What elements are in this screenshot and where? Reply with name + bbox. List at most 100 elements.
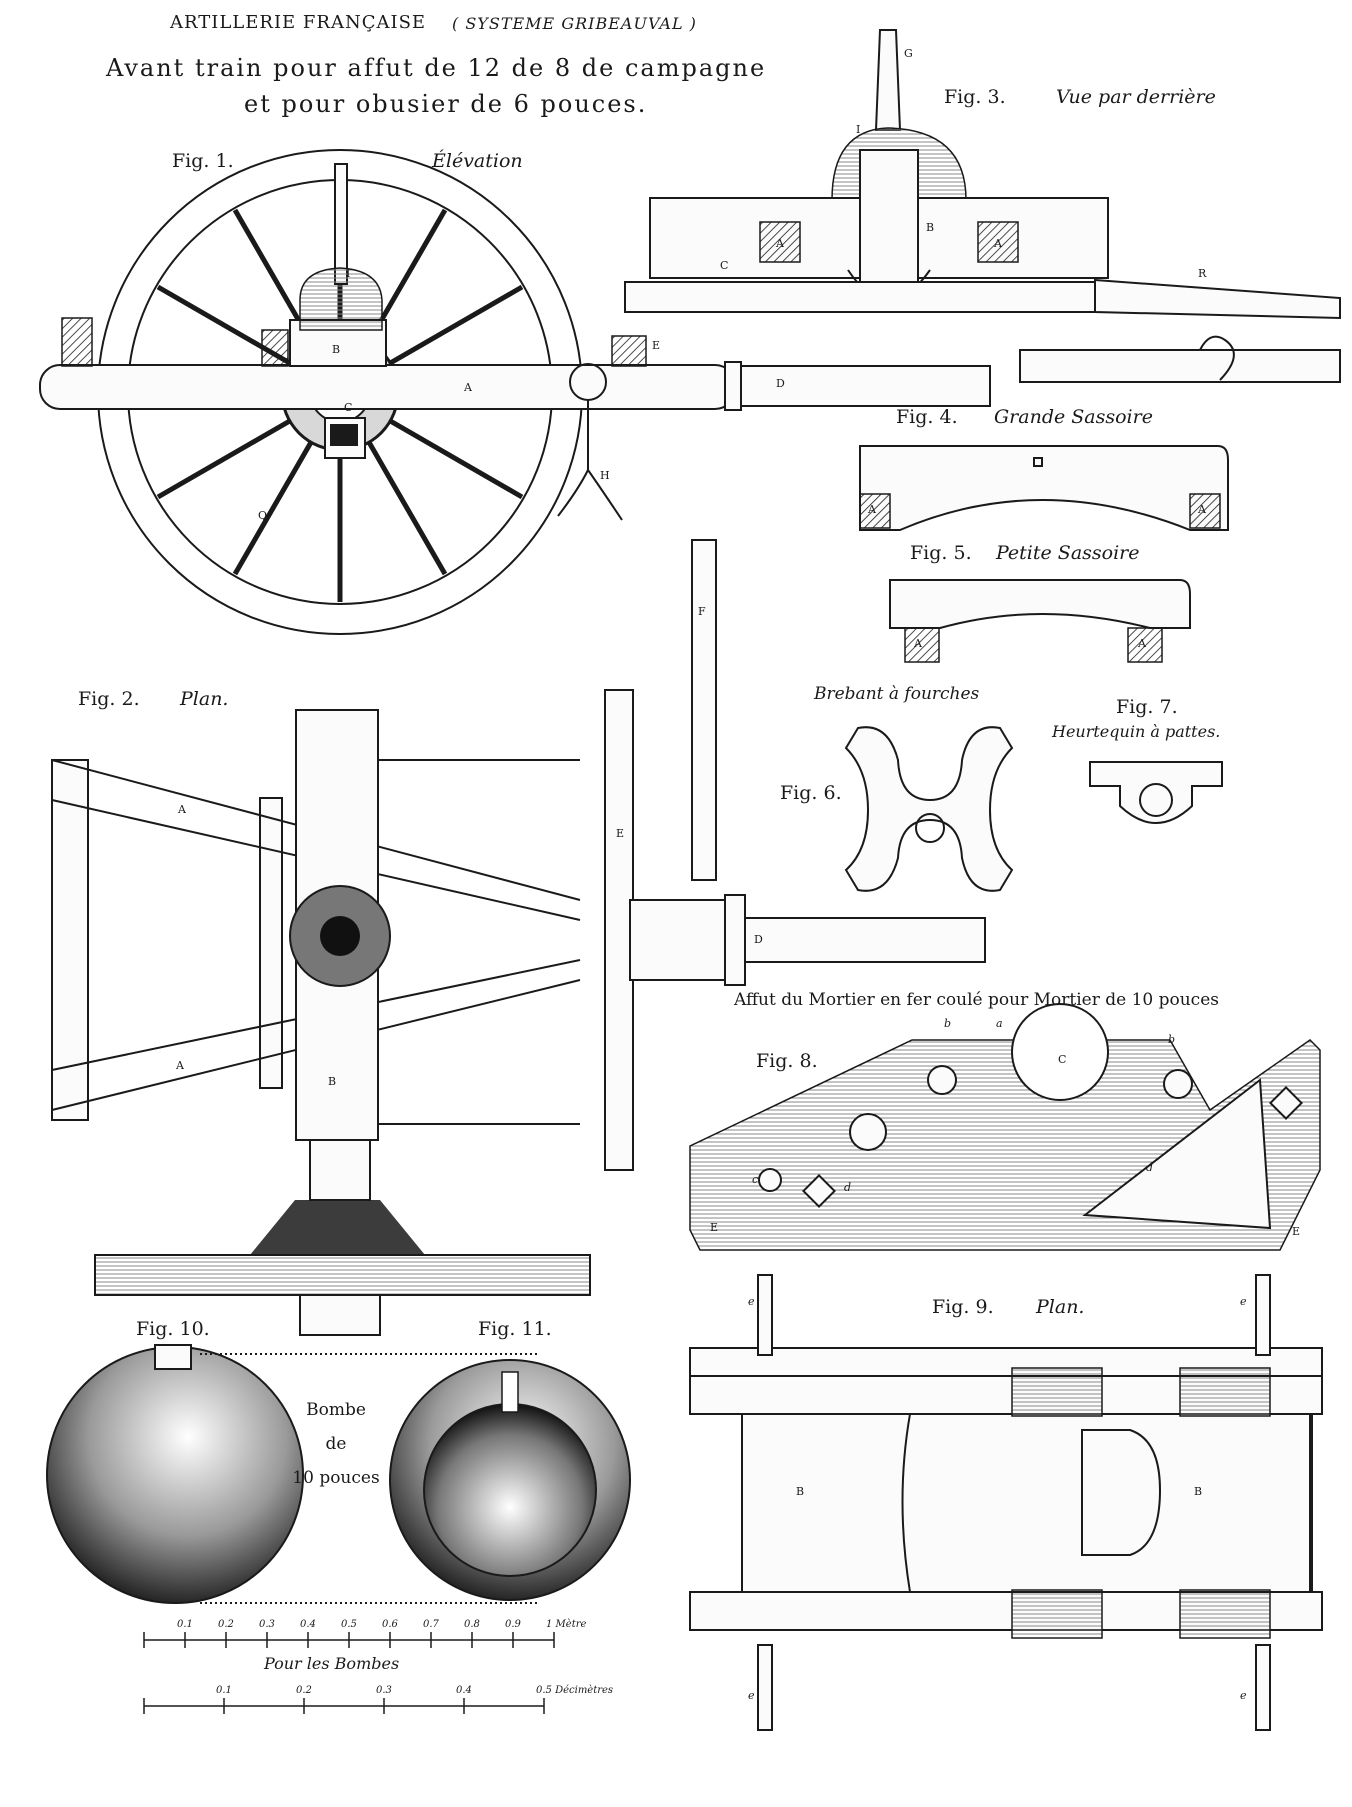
fig9-label-b-right: B [1194, 1485, 1203, 1498]
fig1-axle-beam [39, 364, 736, 410]
fig3-label-r: R [1198, 267, 1207, 280]
scale-meter-tick-label: 0.5 [341, 1619, 357, 1630]
fig4-label-a-left: A [868, 503, 876, 516]
fig3-label-b: B [926, 221, 935, 234]
fig8-label-b-right: b [1168, 1033, 1176, 1046]
fig9-label-b-left: B [796, 1485, 805, 1498]
fig1-pintle-i [334, 163, 348, 285]
fig1-label-b: B [332, 343, 341, 356]
fig2-label-b: B [328, 1075, 337, 1088]
fig10-bomb-sphere [46, 1346, 304, 1604]
fig2-label-a-upper: A [178, 803, 186, 816]
fig1-label-c: C [344, 401, 353, 414]
fig3-plate-b [859, 149, 919, 301]
fig1-label-h: H [600, 469, 610, 482]
fig8-label-c-trunnion: C [1058, 1053, 1067, 1066]
fig1-pintle-dome [299, 267, 383, 331]
fig3-pole-r [1094, 278, 1341, 320]
fig9-plan-drawing [689, 1274, 1323, 1731]
fig5-number: Fig. 5. [910, 542, 972, 564]
fig2-number: Fig. 2. [78, 688, 140, 710]
fig5-caption: Petite Sassoire [996, 542, 1140, 564]
fig8-label-d-left: d [844, 1181, 852, 1194]
fig8-label-a: a [996, 1017, 1003, 1030]
scale-bombs-tick-label: 0.5 Décimètres [536, 1685, 614, 1696]
fig1-block-b [261, 329, 289, 367]
scale-meter-tick-label: 0.6 [382, 1619, 398, 1630]
fig7-number: Fig. 7. [1116, 696, 1178, 718]
fig8-caption: Affut du Mortier en fer coulé pour Morti… [734, 990, 1219, 1010]
fig1-chain-h [557, 400, 623, 521]
fig7-heurtequin-drawing [1089, 761, 1223, 824]
fig1-block-left [61, 317, 93, 367]
fig3-label-c: C [720, 259, 729, 272]
fig5-petite-sassoire-drawing [889, 579, 1191, 663]
fig1-label-d: D [776, 377, 785, 390]
fig2-axle-bar-left [51, 759, 89, 1121]
fig6-brebant-drawing [844, 726, 1014, 892]
fig3-label-g: G [904, 47, 913, 60]
fig2-crossbar-e [604, 689, 634, 1171]
fig4-caption: Grande Sassoire [994, 406, 1153, 428]
fig11-bomb-section-drawing [389, 1359, 631, 1601]
plate-subtitle-line1: Avant train pour affut de 12 de 8 de cam… [106, 54, 767, 82]
plate-header-system: ( SYSTEME GRIBEAUVAL ) [452, 14, 697, 33]
fig5-label-a-left: A [914, 637, 922, 650]
fig3-label-a-left: A [776, 237, 784, 250]
fig2-wheel-section [94, 1254, 591, 1296]
fig10-bomb-drawing [46, 1344, 304, 1604]
fig8-trunnion-c [1011, 1003, 1109, 1101]
plate-subtitle-line2: et pour obusier de 6 pouces. [244, 90, 648, 118]
fig3-label-i: I [856, 123, 861, 136]
bomb-label-line2: de [325, 1434, 347, 1454]
plate-header-title: ARTILLERIE FRANÇAISE [170, 12, 427, 33]
scale-meter-tick-label: 0.9 [505, 1619, 521, 1630]
fig11-cavity [423, 1403, 597, 1577]
fig1-elevation-drawing [39, 149, 991, 635]
fig2-label-f: F [698, 605, 706, 618]
fig1-caption: Élévation [432, 150, 523, 172]
fig1-block-e [611, 335, 647, 367]
fig3-block-a-left [759, 221, 801, 263]
fig8-label-b-left: b [944, 1017, 952, 1030]
scale-meter-tick-label: 0.1 [177, 1619, 193, 1630]
fig3-rear-view-drawing [624, 29, 1341, 383]
fig8-label-d-right: d [1146, 1161, 1154, 1174]
fig6-caption: Brebant à fourches [814, 684, 980, 704]
scale-meter-tick-label: 0.2 [218, 1619, 234, 1630]
scale-bombs-title: Pour les Bombes [264, 1654, 400, 1673]
scale-bombs-bar [143, 1698, 545, 1714]
fig8-label-e-right: E [1292, 1225, 1301, 1238]
fig9-number: Fig. 9. [932, 1296, 994, 1318]
fig3-pole-g [874, 29, 902, 131]
bomb-label-line1: Bombe [306, 1400, 366, 1420]
fig3-axle [624, 281, 1096, 313]
fig2-pole-d [629, 899, 736, 981]
fig7-caption: Heurtequin à pattes. [1052, 722, 1221, 741]
scale-bombs-tick-label: 0.1 [216, 1685, 232, 1696]
fig2-label-d: D [754, 933, 763, 946]
fig1-number: Fig. 1. [172, 150, 234, 172]
scale-bombs-tick-label: 0.3 [376, 1685, 392, 1696]
fig2-label-a-lower: A [176, 1059, 184, 1072]
scale-meter-tick-label: 0.4 [300, 1619, 316, 1630]
fig8-label-c: c [752, 1173, 759, 1186]
fig4-grande-sassoire-drawing [859, 445, 1229, 531]
scale-bombs-tick-label: 0.4 [456, 1685, 472, 1696]
scale-meter-tick-label: 1 Mètre [546, 1619, 587, 1630]
fig2-caption: Plan. [180, 688, 229, 710]
fig1-label-e: E [652, 339, 661, 352]
fig2-label-e: E [616, 827, 625, 840]
scale-meter-tick-label: 0.8 [464, 1619, 480, 1630]
fig8-number: Fig. 8. [756, 1050, 818, 1072]
fig9-label-e-bottom-right: e [1240, 1689, 1247, 1702]
fig1-label-i: I [346, 267, 351, 280]
fig2-plan-drawing [51, 539, 986, 1336]
fig1-label-q: Q [258, 509, 268, 522]
fig6-number: Fig. 6. [780, 782, 842, 804]
fig3-pole-section [1019, 349, 1341, 383]
fig10-number: Fig. 10. [136, 1318, 210, 1340]
scale-meter-tick-label: 0.3 [259, 1619, 275, 1630]
fig11-number: Fig. 11. [478, 1318, 552, 1340]
fig3-label-a-right: A [994, 237, 1002, 250]
